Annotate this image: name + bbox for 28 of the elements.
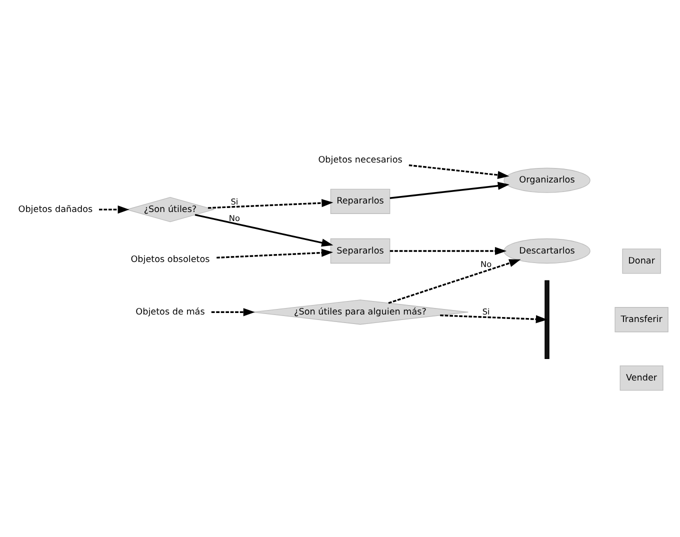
node-box: Vender (620, 364, 664, 390)
node-box: Donar (622, 248, 661, 274)
node-text: Objetos dañados (18, 204, 93, 214)
node-text: Objetos necesarios (318, 154, 402, 165)
arrow (211, 308, 255, 316)
arrow (99, 205, 130, 214)
arrow (440, 314, 548, 323)
arrow (194, 214, 334, 246)
arrow (390, 246, 507, 255)
node-text: Objetos obsoletos (130, 254, 210, 265)
arrow (216, 248, 334, 258)
edge-label: Si (482, 306, 490, 316)
edge-label: No (480, 258, 492, 269)
arrow (388, 258, 521, 304)
arrow (390, 181, 510, 198)
node-box: Transferir (614, 306, 668, 332)
node-text: Objetos de más (136, 306, 205, 317)
node-bar (544, 280, 550, 359)
node-diamond: ¿Son útiles para alguien más? (252, 299, 469, 324)
node-box: Repararlos (330, 188, 390, 214)
edge-label: No (228, 212, 240, 222)
edge-label: Si (230, 196, 238, 206)
arrow (408, 164, 510, 179)
node-box: Separarlos (330, 238, 390, 264)
node-diamond: ¿Son útiles? (126, 196, 215, 222)
node-ellipse: Organizarlos (504, 167, 590, 192)
arrow (208, 198, 334, 208)
node-ellipse: Descartarlos (504, 238, 590, 264)
